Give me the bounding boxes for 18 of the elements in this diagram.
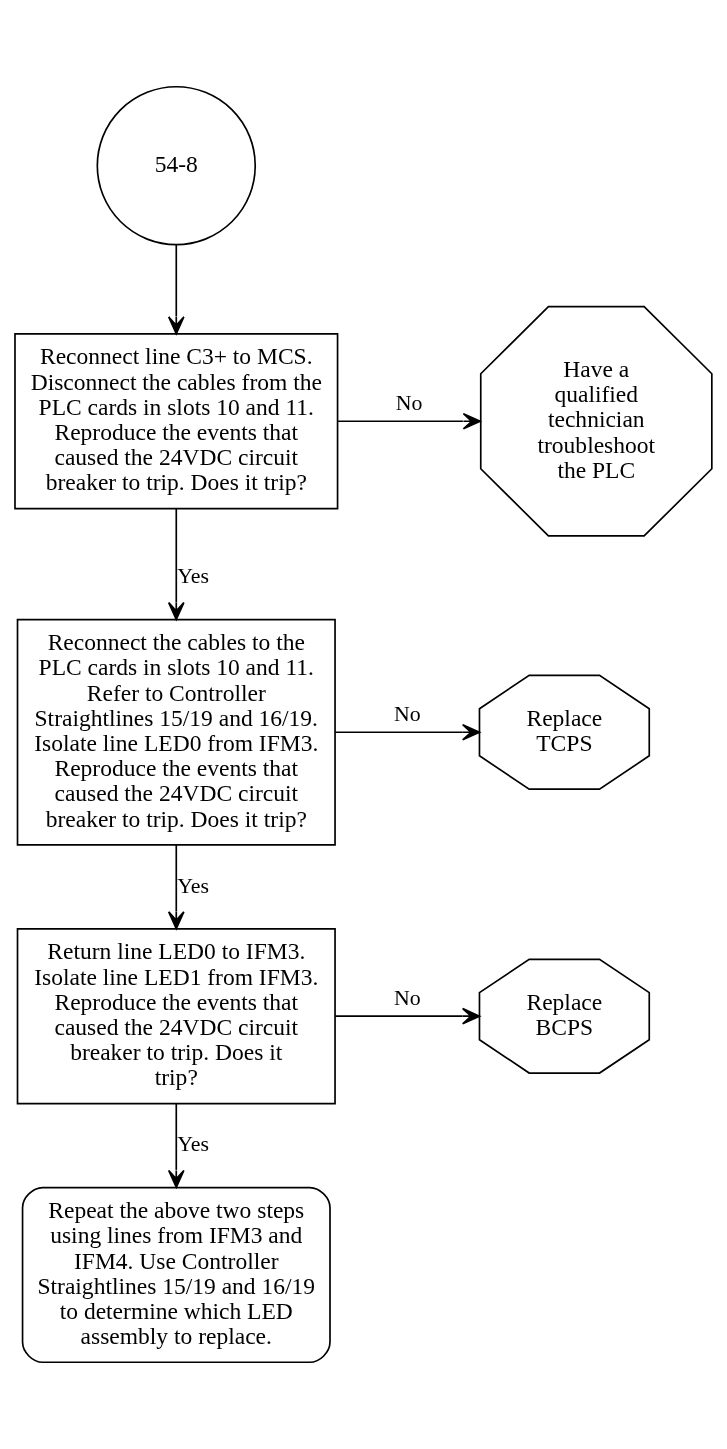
arrow [167,844,185,930]
arrow [167,1102,185,1189]
arrow [167,507,185,621]
edge-label: No [393,986,421,1011]
node-circle: 54-8 [96,85,257,246]
edge-label: Yes [177,564,209,589]
arrow [337,412,482,430]
arrow [167,244,185,335]
edge-label: Yes [177,1132,209,1157]
node-box: Reconnect the cables to the PLC cards in slots 10 and 11. Refer to Controller Straightlines 15/19 and 16/19. Isolate line LED0 from IFM3. Reproduce the events that caused the 24VDC circuit breaker to trip. Does it trip? [16,618,336,846]
node-box: Return line LED0 to IFM3. Isolate line LED1 from IFM3. Reproduce the events that caused the 24VDC circuit breaker to trip. Does it trip? [16,928,336,1105]
arrow [334,723,481,741]
edge-label: No [395,391,423,416]
node-box: Repeat the above two steps using lines from IFM3 and IFM4. Use Controller Straightlines 15/19 and 16/19 to determine which LED assembly to replace. [21,1186,331,1364]
node-box: Reconnect line C3+ to MCS. Disconnect the cables from the PLC cards in slots 10 and 11. Reproduce the events that caused the 24VDC circuit breaker to trip. Does it trip? [14,333,339,510]
edge-label: Yes [177,873,209,898]
arrow [334,1007,481,1025]
edge-label: No [393,702,421,727]
